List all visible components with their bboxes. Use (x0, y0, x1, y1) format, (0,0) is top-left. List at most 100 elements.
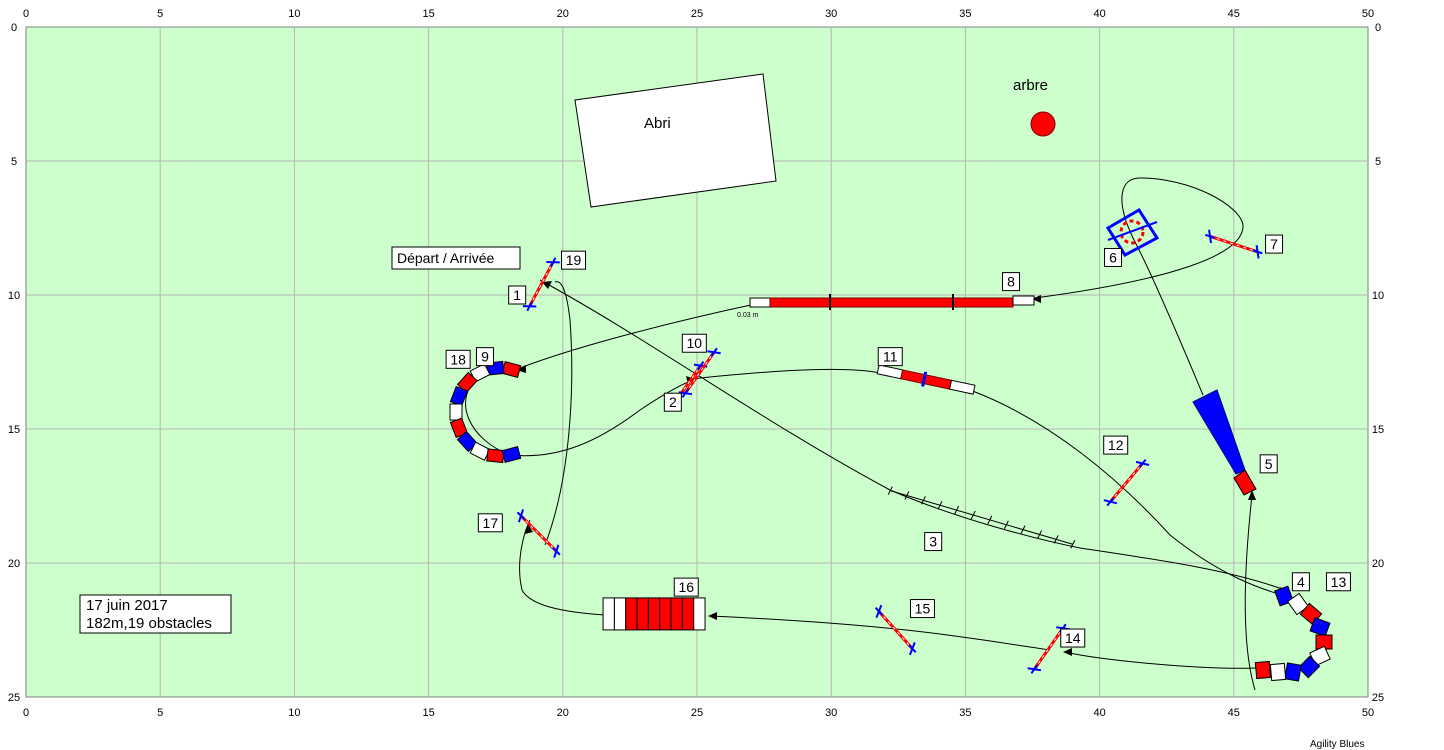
info-box-frame (79, 594, 232, 634)
obstacle-number-box (1325, 572, 1351, 592)
x-tick-label-bottom: 40 (1093, 707, 1105, 719)
arrowhead (525, 524, 533, 534)
tree-label: arbre (1013, 77, 1048, 94)
weave-pole (987, 515, 993, 525)
y-tick-label-right: 15 (1372, 424, 1384, 436)
x-tick-label-bottom: 30 (825, 707, 837, 719)
obstacle-number-10: 10 (687, 335, 703, 351)
x-tick-label-top: 30 (825, 8, 837, 20)
weave-base (890, 490, 1073, 545)
obstacle-number-box (673, 577, 699, 597)
jump-post (1030, 664, 1038, 674)
obstacles-layer: 0.03 m (449, 207, 1333, 682)
y-tick-label-left: 25 (8, 692, 20, 704)
tunnel-segment (670, 597, 683, 631)
weave-pole (1070, 540, 1076, 549)
obstacle-number-15: 15 (915, 601, 931, 617)
arrowhead (1032, 295, 1041, 303)
obstacle-10-jump (678, 347, 721, 398)
obstacle-3-weave (887, 486, 1076, 549)
obstacle-9-18-tunnel (449, 360, 522, 464)
arrowhead (542, 281, 552, 289)
x-tick-label-top: 10 (288, 8, 300, 20)
obstacle-number-box (1291, 572, 1310, 592)
x-tick-label-bottom: 0 (23, 707, 29, 719)
obstacle-1-jump (522, 257, 560, 312)
obstacle-number-11: 11 (883, 349, 898, 365)
obstacle-number-box (909, 599, 935, 619)
obstacle-number-box (1104, 247, 1123, 267)
dogwalk-plank (769, 297, 1014, 308)
info-box: 17 juin 2017 182m,19 obstacles (79, 594, 232, 634)
obstacle-number-3: 3 (929, 534, 937, 550)
tunnel-segment (613, 597, 627, 631)
seesaw-pivot (921, 371, 928, 387)
x-tick-label-bottom: 15 (422, 707, 434, 719)
y-tick-label-right: 25 (1372, 692, 1384, 704)
obstacle-number-12: 12 (1108, 437, 1124, 453)
obstacle-number-9: 9 (481, 349, 489, 365)
x-tick-label-bottom: 10 (288, 707, 300, 719)
tunnel-segment (681, 597, 695, 631)
x-tick-label-top: 45 (1228, 8, 1240, 20)
start-finish-box (391, 246, 521, 270)
arrowhead (1248, 490, 1256, 500)
obstacle-11-seesaw (876, 364, 976, 395)
x-tick-label-top: 40 (1093, 8, 1105, 20)
dogwalk-contact-right (1012, 295, 1035, 306)
x-tick-label-bottom: 20 (557, 707, 569, 719)
x-tick-label-top: 0 (23, 8, 29, 20)
weave-pole (1020, 525, 1026, 534)
tunnel-segment (1309, 617, 1331, 637)
start-finish-text: Départ / Arrivée (397, 250, 494, 266)
obstacle-number-1: 1 (513, 287, 521, 303)
obstacle-5-chute (1192, 389, 1257, 496)
weave-pole (954, 505, 960, 515)
jump-bar-stripe (529, 261, 554, 307)
obstacle-number-box (1259, 454, 1278, 474)
obstacle-number-14: 14 (1065, 630, 1081, 646)
shelter-label: Abri (644, 115, 671, 132)
arrowhead (516, 365, 526, 373)
y-tick-label-left: 15 (8, 424, 20, 436)
obstacle-number-box (1060, 628, 1086, 648)
x-tick-label-top: 35 (959, 8, 971, 20)
obstacle-number-8: 8 (1007, 274, 1015, 290)
jump-bar-stripe (1033, 627, 1064, 670)
obstacle-number-box (1002, 272, 1021, 292)
obstacle-6-tire (1105, 207, 1160, 257)
obstacle-number-box (1103, 435, 1129, 455)
weave-pole (887, 486, 893, 495)
jump-post (1138, 458, 1147, 468)
axis-ticks: 0055101015152020252530303535404045455050… (8, 8, 1384, 719)
tunnel-segment (647, 597, 661, 631)
weave-pole (970, 510, 976, 520)
tunnel-segment (501, 446, 522, 463)
x-tick-label-top: 15 (422, 8, 434, 20)
tunnel-segment (486, 448, 505, 464)
obstacle-number-box (561, 250, 587, 270)
y-tick-label-left: 20 (8, 558, 20, 570)
jump-post (696, 360, 705, 371)
jump-bar-stripe (520, 515, 557, 552)
tunnel-segment (636, 597, 649, 631)
obstacle-number-box (477, 513, 503, 533)
jump-bar-stripe (684, 351, 715, 394)
tree-icon (1030, 111, 1056, 137)
obstacle-number-16: 16 (678, 579, 694, 595)
obstacle-number-7: 7 (1270, 236, 1278, 252)
obstacle-4-13-tunnel (1254, 585, 1333, 682)
y-tick-label-left: 0 (11, 22, 17, 34)
x-tick-label-bottom: 50 (1362, 707, 1374, 719)
tire-ring (1119, 219, 1145, 245)
tunnel-segment (449, 403, 463, 421)
tunnel-segment (625, 597, 638, 631)
x-tick-label-bottom: 25 (691, 707, 703, 719)
jump-post (1106, 497, 1115, 507)
obstacle-number-box (924, 532, 943, 552)
jump-post (710, 347, 718, 357)
obstacle-number-5: 5 (1265, 456, 1273, 472)
weave-pole (1003, 520, 1009, 529)
